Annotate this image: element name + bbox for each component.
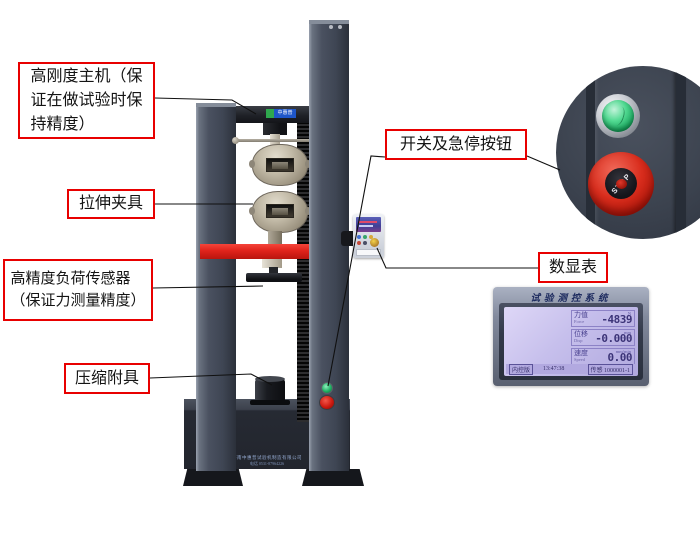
readout-force: 力值 Force N -4839 xyxy=(571,310,635,327)
line-display xyxy=(376,247,538,269)
grip-handle-bar xyxy=(235,139,317,142)
moving-crosshead xyxy=(200,244,312,259)
compression-platen-top xyxy=(255,376,285,382)
brand-plate-green xyxy=(266,109,274,118)
power-button-small xyxy=(321,382,333,394)
right-column-cap xyxy=(309,20,349,24)
lower-grip-screw-right xyxy=(305,207,311,215)
controller-keypad xyxy=(356,249,381,256)
base-company-line2: 电话 0531-87964226 xyxy=(249,461,285,466)
disp-value: -0.000 xyxy=(595,332,632,345)
speed-label: 速度 xyxy=(574,349,588,357)
lower-grip-screw-left xyxy=(249,207,255,215)
speed-label-en: Speed xyxy=(574,357,585,362)
estop-button-small xyxy=(319,395,335,410)
panel-title: 试验测控系统 xyxy=(530,294,612,304)
status-time: 13:47:38 xyxy=(543,366,565,372)
status-mode: 内控版 xyxy=(509,363,534,375)
upper-grip-screw-right xyxy=(305,160,311,168)
controller-key-5 xyxy=(363,241,367,245)
label-tensile-grip: 拉伸夹具 xyxy=(67,189,155,219)
controller-screen xyxy=(356,217,381,232)
estop-center-dot xyxy=(616,179,627,189)
machine-foot-right xyxy=(302,469,364,486)
handheld-controller xyxy=(353,214,384,258)
label-switch-estop: 开关及急停按钮 xyxy=(385,129,527,160)
estop-inset-circle: STOP xyxy=(556,66,700,239)
column-screw-2 xyxy=(338,25,342,29)
force-unit: N xyxy=(627,311,631,316)
readout-speed: 速度 Speed mm/min 0.00 xyxy=(571,348,635,365)
panel-groove-left xyxy=(586,66,595,239)
lower-grip-stem xyxy=(268,231,282,245)
force-label: 力值 xyxy=(574,311,588,319)
brand-plate: 中惠普 xyxy=(266,109,296,118)
force-value: -4839 xyxy=(601,313,632,326)
force-label-en: Force xyxy=(574,319,585,324)
controller-key-1 xyxy=(357,235,361,239)
upper-grip-mount xyxy=(263,123,287,135)
machine-foot-left xyxy=(183,469,243,486)
compression-platen xyxy=(255,379,285,402)
disp-unit: mm xyxy=(623,330,631,335)
lcd-status-bar: 内控版 13:47:38 传感 1000001-1 xyxy=(506,363,636,375)
compression-platen-base xyxy=(250,400,290,405)
controller-jog-pad xyxy=(370,238,379,247)
upper-grip-screw-left xyxy=(249,160,255,168)
lower-grip-jaw xyxy=(266,204,294,218)
column-screw-1 xyxy=(329,25,333,29)
disp-label-en: Disp xyxy=(574,338,583,343)
speed-value: 0.00 xyxy=(607,351,633,364)
label-compression: 压缩附具 xyxy=(64,363,150,394)
upper-compression-platen xyxy=(246,273,302,282)
label-digital-display: 数显表 xyxy=(538,252,608,283)
status-sensor: 传感 1000001-1 xyxy=(587,363,633,375)
brand-plate-name: 中惠普 xyxy=(274,109,296,118)
panel-groove-right xyxy=(676,66,686,239)
grip-handle-ball-left xyxy=(232,137,239,144)
upper-grip-jaw xyxy=(266,158,294,172)
left-column-cap xyxy=(196,103,236,107)
controller-key-4 xyxy=(357,241,361,245)
power-button-face xyxy=(602,100,634,132)
disp-label: 位移 xyxy=(574,330,588,338)
load-cell xyxy=(262,259,282,268)
machine-left-column xyxy=(196,103,236,471)
lcd-readouts: 力值 Force N -4839 位移 Disp mm -0.000 速度 Sp… xyxy=(571,310,635,367)
upper-platen-stem xyxy=(269,267,278,274)
line-estop-to-inset xyxy=(526,155,561,171)
speed-unit: mm/min xyxy=(615,349,631,354)
label-load-sensor: 高精度负荷传感器 （保证力测量精度） xyxy=(3,259,153,321)
base-company-line1: 济南中惠普试验机制造有限公司 xyxy=(232,455,302,460)
digital-panel-photo: 试验测控系统 力值 Force N -4839 位移 Disp mm -0.00… xyxy=(493,287,649,386)
readout-displacement: 位移 Disp mm -0.000 xyxy=(571,329,635,346)
label-main-frame: 高刚度主机（保 证在做试验时保 持精度） xyxy=(18,62,155,139)
controller-key-2 xyxy=(363,235,367,239)
panel-lcd: 力值 Force N -4839 位移 Disp mm -0.000 速度 Sp… xyxy=(504,307,638,376)
